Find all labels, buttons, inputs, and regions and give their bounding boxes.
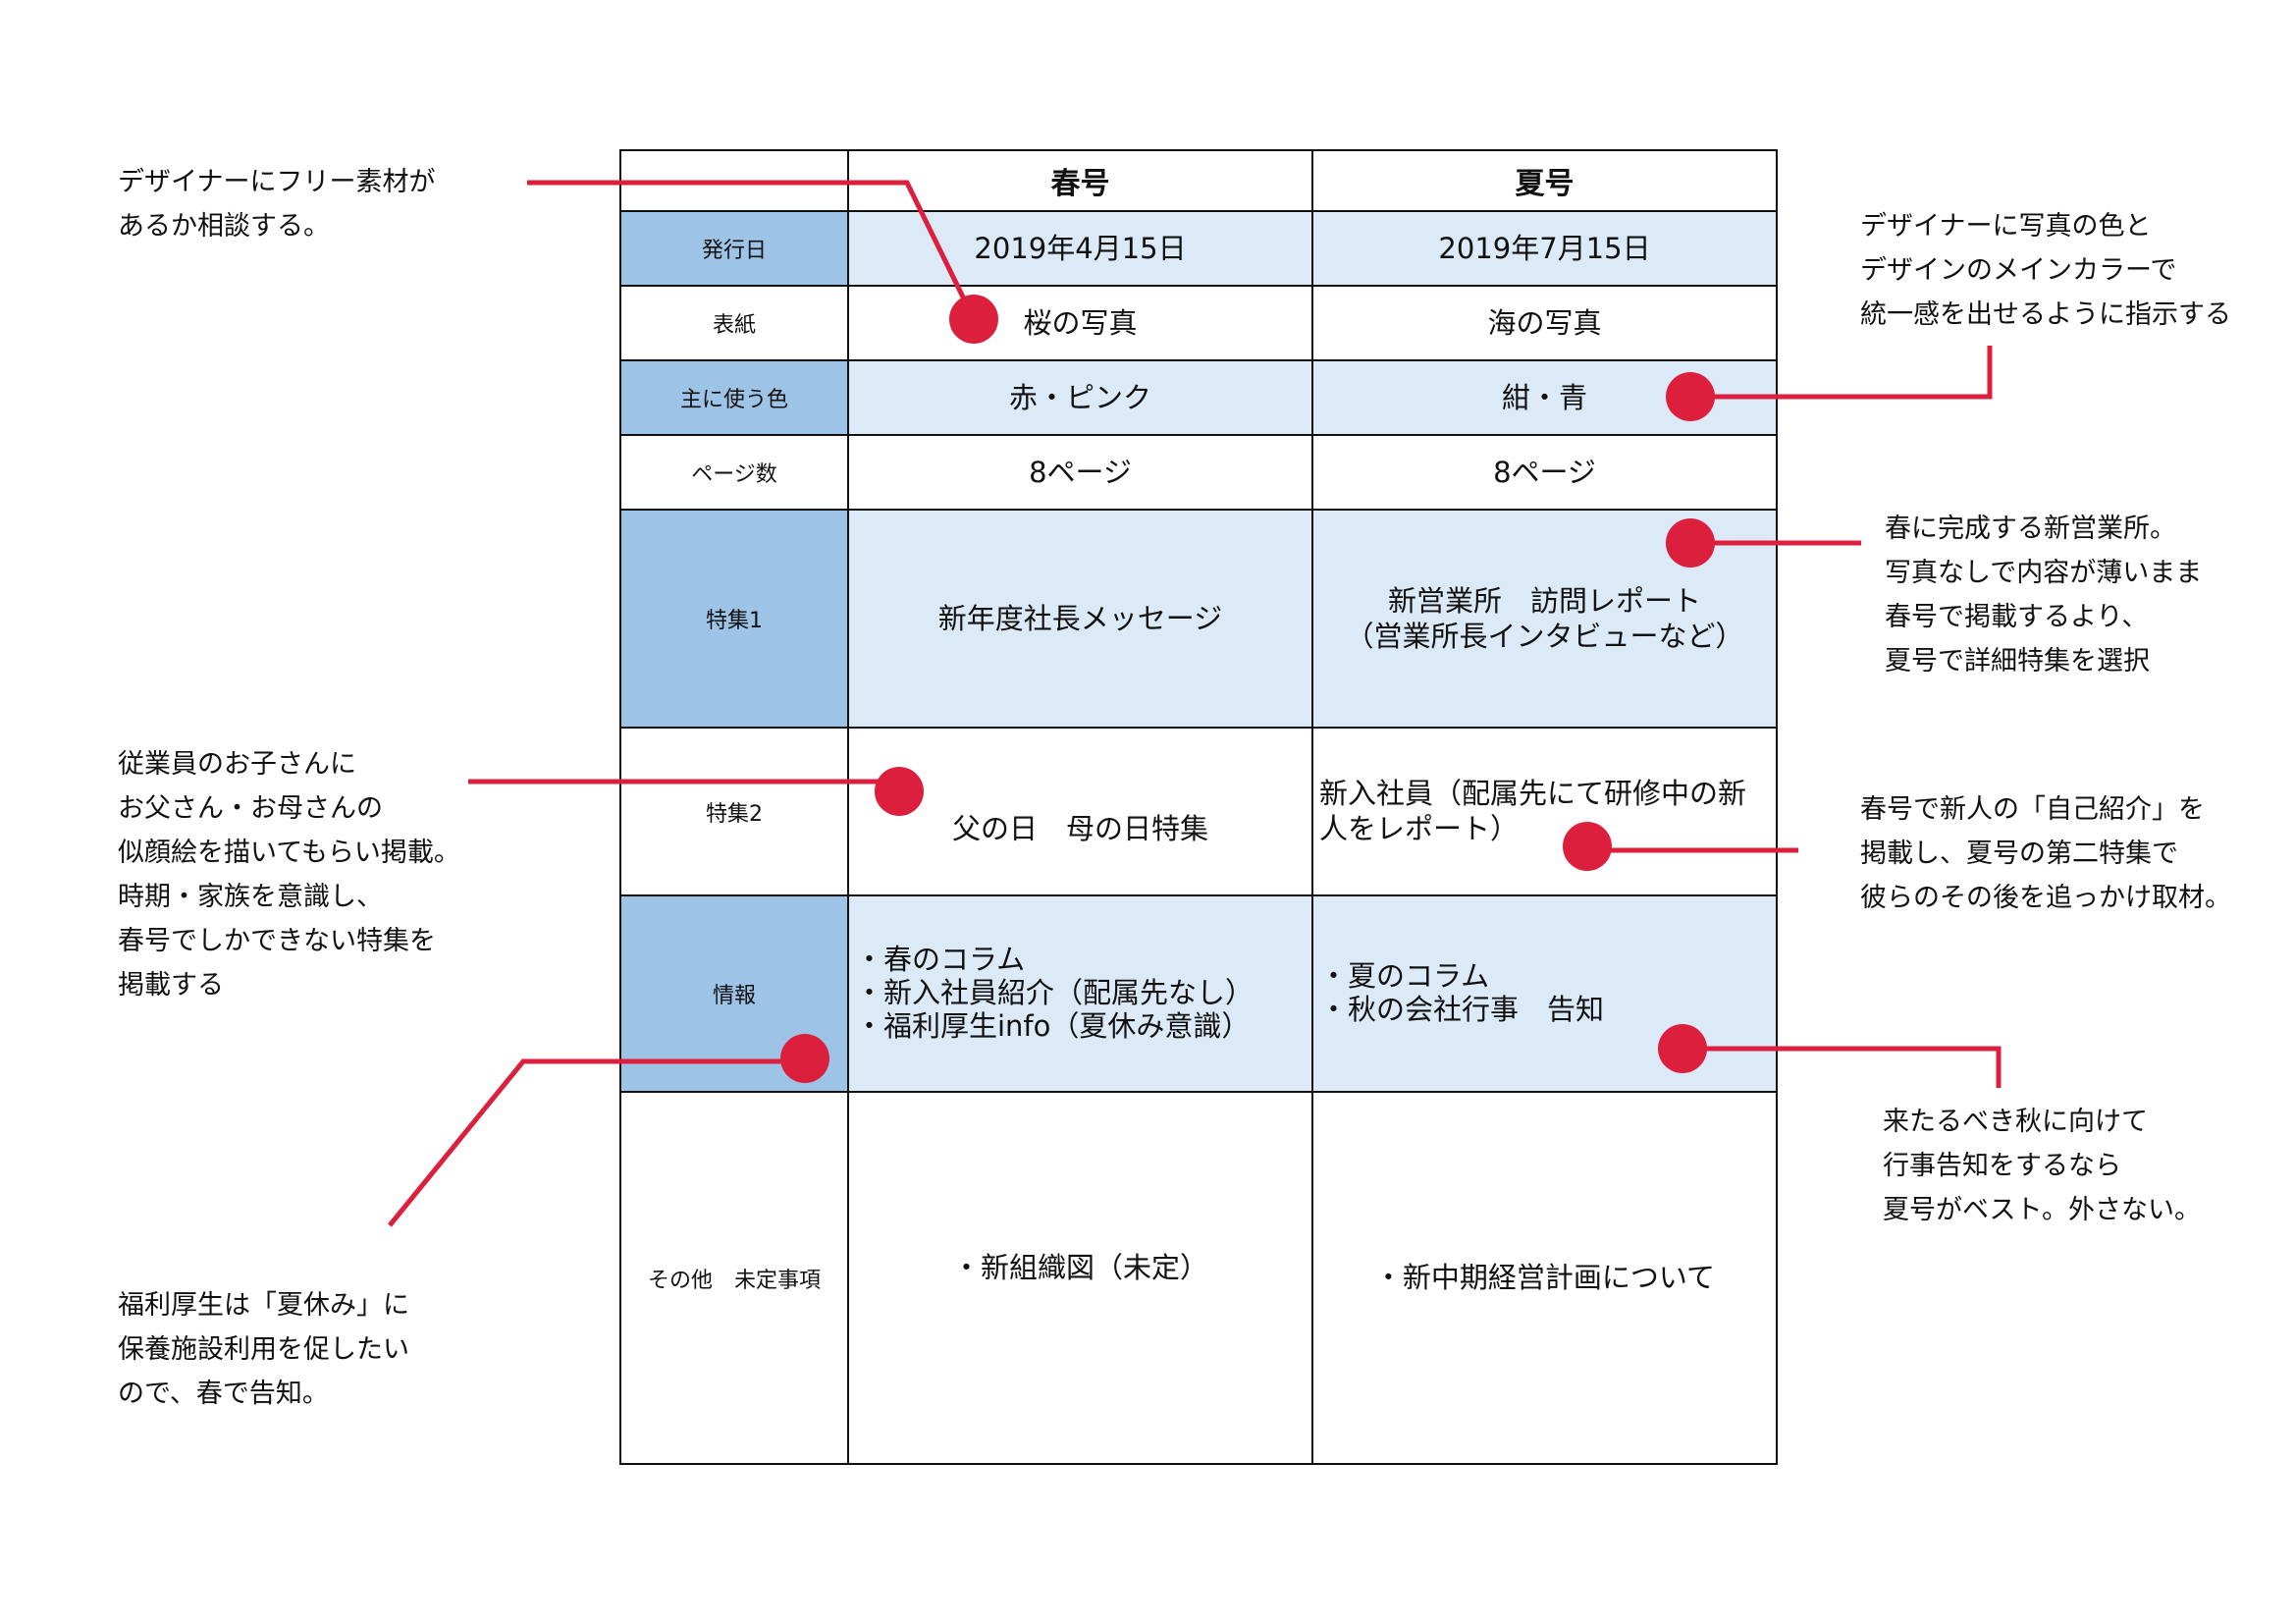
marker-dot: [875, 767, 924, 816]
leader-line-6: [1682, 1046, 2002, 1088]
spring-cell: ・新組織図（未定）: [847, 1091, 1313, 1465]
marker-dot: [949, 295, 998, 344]
summer-cell: 2019年7月15日: [1311, 210, 1778, 287]
table-row: 主に使う色 赤・ピンク 紺・青: [619, 359, 1778, 436]
table-row: 発行日 2019年4月15日 2019年7月15日: [619, 210, 1778, 287]
annotation-7: 福利厚生は「夏休み」に 保養施設利用を促したい ので、春で告知。: [118, 1290, 409, 1409]
row-label: 主に使う色: [619, 359, 849, 436]
marker-dot: [1666, 372, 1715, 421]
summer-cell: 海の写真: [1311, 285, 1778, 361]
marker-dot: [1666, 518, 1715, 568]
row-label: ページ数: [619, 434, 849, 511]
header-spring: 春号: [847, 149, 1313, 212]
leader-line-2: [1690, 346, 1993, 400]
header-summer: 夏号: [1311, 149, 1778, 212]
plan-table: 春号 夏号 発行日 2019年4月15日 2019年7月15日 表紙 桜の写真 …: [619, 149, 1778, 1465]
summer-cell: 新営業所 訪問レポート （営業所長インタビューなど）: [1311, 509, 1778, 729]
spring-cell: 新年度社長メッセージ: [847, 509, 1313, 729]
header-row: 春号 夏号: [619, 149, 1778, 212]
summer-cell: 8ページ: [1311, 434, 1778, 511]
table-row: 特集2 父の日 母の日特集 新入社員（配属先にて研修中の新 人をレポート）: [619, 727, 1778, 896]
summer-cell: ・新中期経営計画について: [1311, 1091, 1778, 1465]
spring-cell: 8ページ: [847, 434, 1313, 511]
table-row: 特集1 新年度社長メッセージ 新営業所 訪問レポート （営業所長インタビューなど…: [619, 509, 1778, 729]
row-label: 特集2: [619, 727, 849, 896]
table-row: ページ数 8ページ 8ページ: [619, 434, 1778, 511]
summer-cell: 紺・青: [1311, 359, 1778, 436]
spring-cell: 2019年4月15日: [847, 210, 1313, 287]
table-row: 表紙 桜の写真 海の写真: [619, 285, 1778, 361]
annotation-3: 春に完成する新営業所。 写真なしで内容が薄いまま 春号で掲載するより、 夏号で詳…: [1885, 514, 2203, 677]
annotation-4: 従業員のお子さんに お父さん・お母さんの 似顔絵を描いてもらい掲載。 時期・家族…: [118, 749, 460, 1001]
marker-dot: [1563, 822, 1612, 871]
row-label: 発行日: [619, 210, 849, 287]
table-row: その他 未定事項 ・新組織図（未定） ・新中期経営計画について: [619, 1091, 1778, 1465]
spring-cell: ・春のコラム ・新入社員紹介（配属先なし） ・福利厚生info（夏休み意識）: [847, 894, 1313, 1093]
marker-dot: [1658, 1024, 1707, 1073]
spring-cell: 赤・ピンク: [847, 359, 1313, 436]
leader-line-1: [527, 180, 977, 321]
spring-cell: 桜の写真: [847, 285, 1313, 361]
annotation-6: 来たるべき秋に向けて 行事告知をするなら 夏号がベスト。外さない。: [1883, 1107, 2201, 1225]
row-label: 特集1: [619, 509, 849, 729]
annotation-2: デザイナーに写真の色と デザインのメインカラーで 統一感を出せるように指示する: [1860, 211, 2231, 330]
row-label: 表紙: [619, 285, 849, 361]
leader-line-7: [388, 1058, 805, 1227]
marker-dot: [780, 1034, 829, 1083]
spring-cell: 父の日 母の日特集: [847, 727, 1313, 896]
annotation-5: 春号で新人の「自己紹介」を 掲載し、夏号の第二特集で 彼らのその後を追っかけ取材…: [1860, 794, 2231, 913]
annotation-1: デザイナーにフリー素材が あるか相談する。: [118, 167, 436, 242]
row-label: その他 未定事項: [619, 1091, 849, 1465]
summer-cell: 新入社員（配属先にて研修中の新 人をレポート）: [1311, 727, 1778, 896]
